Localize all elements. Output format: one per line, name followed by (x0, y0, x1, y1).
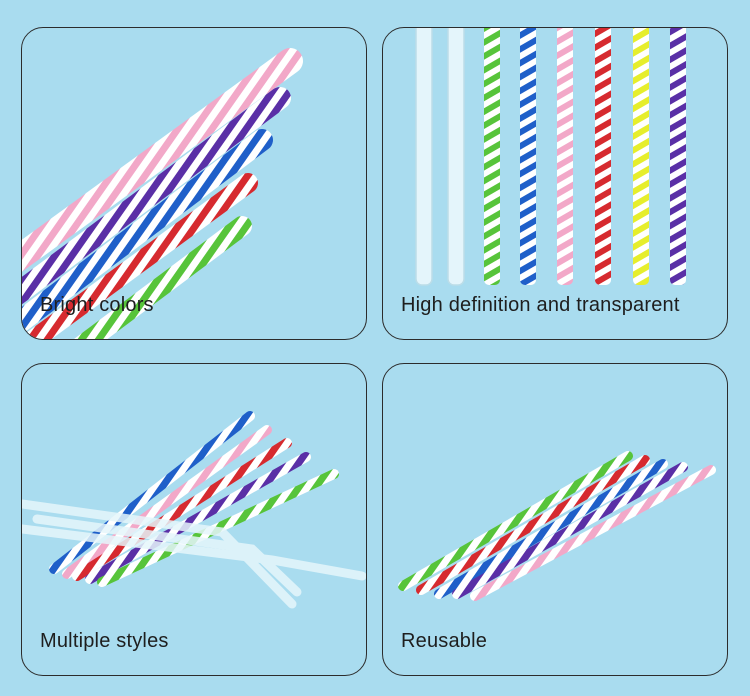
straw-clear-bent (22, 499, 366, 609)
straw-clear-1 (415, 28, 433, 286)
straw-clear-2 (447, 28, 465, 286)
reusable-panel: Reusable (382, 363, 728, 676)
straw-red (22, 173, 258, 339)
bright-colors-panel: Bright colors (21, 27, 367, 340)
straw-pink (22, 48, 303, 272)
straw-purple (85, 452, 311, 584)
multiple-styles-panel: Multiple styles (21, 363, 367, 676)
straw-purple (452, 462, 688, 599)
straw-pink (62, 425, 272, 579)
bright-colors-straws-image (22, 48, 303, 339)
straw-blue (520, 28, 536, 285)
vertical-straws-image (415, 28, 686, 286)
straw-red (595, 28, 611, 285)
straw-bundle-image (398, 451, 716, 601)
straw-blue (22, 129, 273, 335)
straw-yellow (633, 28, 649, 285)
high-definition-panel: High definition and transparent (382, 27, 728, 340)
straw-pink (470, 465, 716, 601)
straw-red (416, 455, 650, 595)
straw-purple (22, 87, 291, 305)
straw-blue (49, 411, 255, 574)
straw-red (72, 438, 292, 581)
straw-green (398, 451, 633, 591)
caption-bright-colors: Bright colors (40, 294, 154, 316)
straw-green (484, 28, 500, 285)
bent-straws-image (22, 411, 366, 609)
caption-multiple-styles: Multiple styles (40, 630, 169, 652)
straw-pink (557, 28, 573, 285)
straw-purple (670, 28, 686, 285)
straw-blue (434, 459, 668, 599)
caption-high-definition: High definition and transparent (401, 294, 680, 316)
caption-reusable: Reusable (401, 630, 488, 652)
straw-green (74, 216, 252, 339)
